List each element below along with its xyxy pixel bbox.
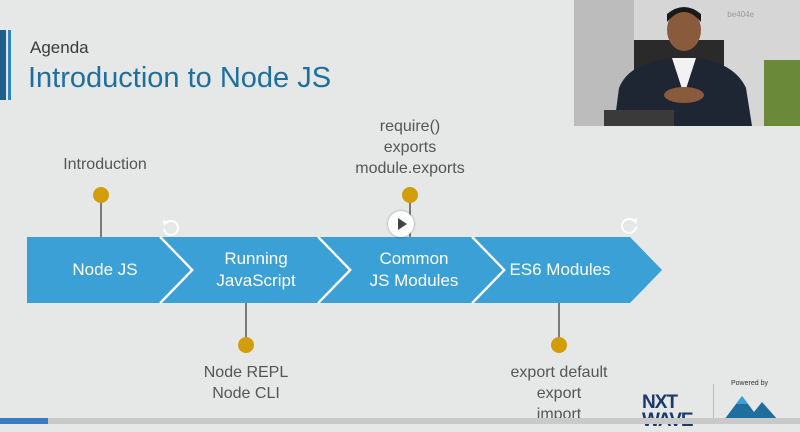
title-accent-bar xyxy=(0,30,6,100)
nxtwave-logo-line1: NXT xyxy=(642,392,678,413)
dot-node xyxy=(238,337,254,353)
note-node-items: Node REPL Node CLI xyxy=(203,364,289,402)
play-button[interactable] xyxy=(388,211,414,237)
dot-modules xyxy=(402,187,418,203)
note-es6-items: export default export import xyxy=(510,364,608,423)
note-commonjs-items: require() exports module.exports xyxy=(355,118,465,177)
video-progress-track[interactable] xyxy=(0,418,800,424)
step-label-running-javascript: Running JavaScript xyxy=(216,249,296,290)
slide-title: Introduction to Node JS xyxy=(28,62,332,94)
powered-by-label: Powered by xyxy=(731,380,768,387)
presenter-webcam: be404e xyxy=(574,0,800,126)
partner-logo-icon xyxy=(724,396,778,420)
agenda-label: Agenda xyxy=(30,38,89,57)
title-accent-bar-light xyxy=(8,30,11,100)
separator-1 xyxy=(159,236,194,304)
presenter-image xyxy=(574,0,800,126)
separator-3 xyxy=(471,236,506,304)
note-introduction: Introduction xyxy=(63,156,147,173)
webcam-id-text: be404e xyxy=(727,10,754,19)
replay-10-icon[interactable] xyxy=(160,218,180,238)
chevron-running-javascript xyxy=(162,237,350,303)
separator-2 xyxy=(317,236,352,304)
dot-intro xyxy=(93,187,109,203)
video-progress-fill xyxy=(0,418,48,424)
step-label-common-js: Common JS Modules xyxy=(369,249,459,290)
step-label-es6: ES6 Modules xyxy=(509,260,611,279)
dot-es6 xyxy=(551,337,567,353)
branding-divider xyxy=(713,384,714,420)
chevron-common-js xyxy=(320,237,504,303)
chevron-es6 xyxy=(474,237,662,303)
forward-10-icon[interactable] xyxy=(620,216,640,236)
chevron-node-js xyxy=(27,237,192,303)
step-label-node-js: Node JS xyxy=(72,260,138,279)
